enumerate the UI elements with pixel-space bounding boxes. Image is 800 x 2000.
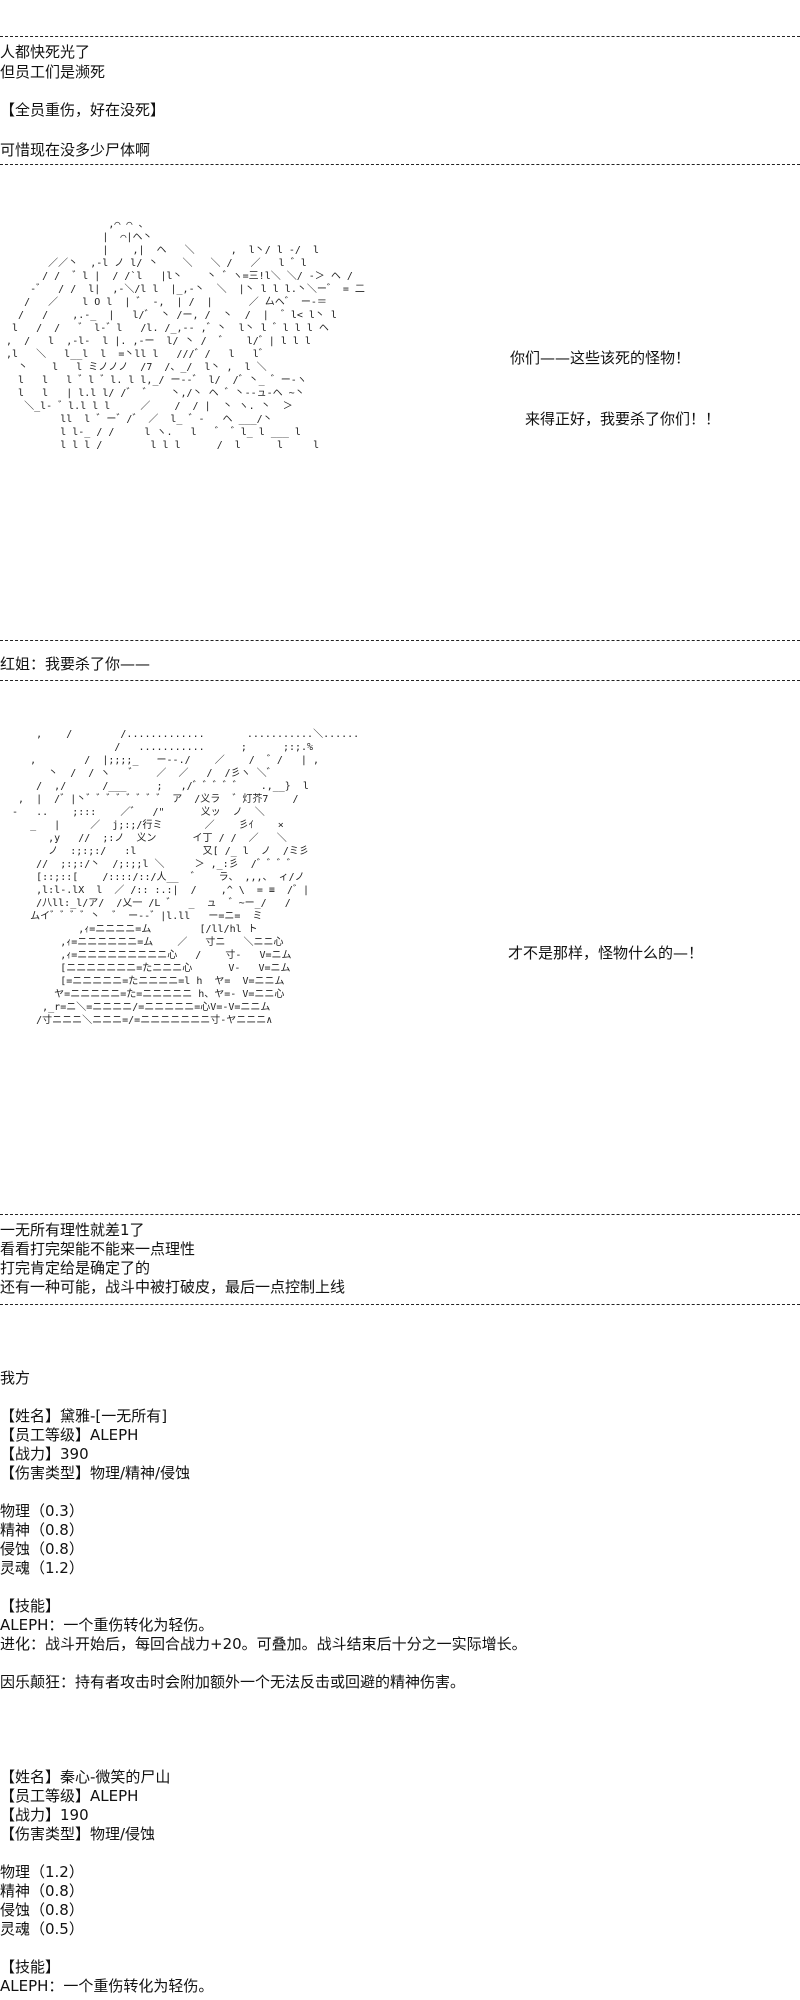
stat-line: 物理（1.2） bbox=[0, 1863, 84, 1881]
stat-line: 精神（0.8） bbox=[0, 1521, 84, 1539]
divider bbox=[0, 1214, 800, 1215]
speech-bubble: 才不是那样，怪物什么的—！ bbox=[508, 944, 704, 962]
text-line: 打完肯定给是确定了的 bbox=[0, 1259, 151, 1277]
stat-line: 【伤害类型】物理/精神/侵蚀 bbox=[0, 1464, 191, 1482]
stat-line: 【员工等级】ALEPH bbox=[0, 1787, 139, 1805]
stat-line: 精神（0.8） bbox=[0, 1882, 84, 1900]
stat-line: 灵魂（0.5） bbox=[0, 1920, 84, 1938]
speech-bubble: 你们——这些该死的怪物！ bbox=[510, 349, 691, 367]
stat-line: 侵蚀（0.8） bbox=[0, 1901, 84, 1919]
stat-line: 【员工等级】ALEPH bbox=[0, 1426, 139, 1444]
text-line: 【全员重伤，好在没死】 bbox=[0, 101, 166, 119]
stat-line: 灵魂（1.2） bbox=[0, 1559, 84, 1577]
stat-line: 【技能】 bbox=[0, 1958, 61, 1976]
stat-line: 侵蚀（0.8） bbox=[0, 1540, 84, 1558]
divider bbox=[0, 36, 800, 37]
stat-line: 【技能】 bbox=[0, 1597, 61, 1615]
divider bbox=[0, 1304, 800, 1305]
stat-line: 【姓名】黛雅-[一无所有] bbox=[0, 1407, 168, 1425]
text-line: 可惜现在没多少尸体啊 bbox=[0, 141, 151, 159]
ascii-art-monster: ,⌒ ⌒ 、 | ⌒|ヘ丶 | ,| ヘ ＼ , l丶/ l -/ l ／／丶 … bbox=[6, 219, 365, 451]
section-label: 我方 bbox=[0, 1369, 31, 1387]
stat-line: 【姓名】秦心-微笑的尸山 bbox=[0, 1768, 171, 1786]
stat-line: 进化：战斗开始后，每回合战力+20。可叠加。战斗结束后十分之一实际增长。 bbox=[0, 1635, 527, 1653]
text-line: 还有一种可能，战斗中被打破皮，最后一点控制上线 bbox=[0, 1278, 346, 1296]
speech-bubble: 来得正好，我要杀了你们！！ bbox=[525, 410, 721, 428]
dialogue-line: 红姐：我要杀了你—— bbox=[0, 655, 151, 673]
divider bbox=[0, 164, 800, 165]
text-line: 但员工们是濒死 bbox=[0, 63, 106, 81]
ascii-art-character: , / /............. ...........＼...... / … bbox=[12, 729, 360, 1026]
stat-line: 【战力】390 bbox=[0, 1445, 89, 1463]
stat-line: 因乐颠狂：持有者攻击时会附加额外一个无法反击或回避的精神伤害。 bbox=[0, 1673, 466, 1691]
stat-line: ALEPH：一个重伤转化为轻伤。 bbox=[0, 1977, 214, 1995]
stat-line: 物理（0.3） bbox=[0, 1502, 84, 1520]
divider bbox=[0, 640, 800, 641]
stat-line: 【伤害类型】物理/侵蚀 bbox=[0, 1825, 156, 1843]
text-line: 人都快死光了 bbox=[0, 43, 91, 61]
stat-line: ALEPH：一个重伤转化为轻伤。 bbox=[0, 1616, 214, 1634]
stat-line: 【战力】190 bbox=[0, 1806, 89, 1824]
text-line: 一无所有理性就差1了 bbox=[0, 1221, 145, 1239]
text-line: 看看打完架能不能来一点理性 bbox=[0, 1240, 196, 1258]
divider bbox=[0, 680, 800, 681]
